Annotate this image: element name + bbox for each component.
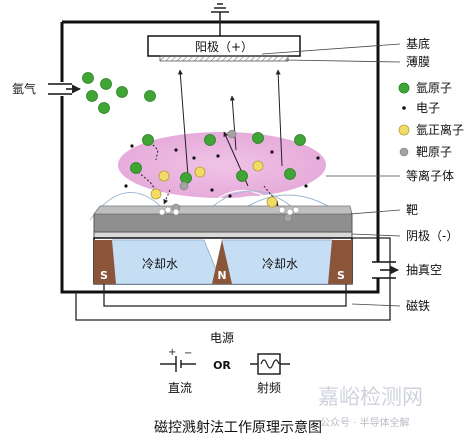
argon-atom <box>86 90 98 102</box>
power-supply-label: 电源 <box>210 331 234 345</box>
sputter-trajectories <box>137 69 283 207</box>
target-atom <box>179 181 189 191</box>
plasma-cloud <box>118 132 326 198</box>
watermark-account: 公众号 · 半导体全解 <box>320 416 410 429</box>
argon-atom <box>142 134 154 146</box>
electron <box>174 148 178 152</box>
magnet-center <box>212 240 232 284</box>
argon-atom <box>100 78 112 90</box>
electron <box>270 150 274 154</box>
argon-atom <box>284 168 296 180</box>
svg-text:−: − <box>184 348 192 359</box>
label-substrate: 基底 <box>406 36 430 51</box>
thin-film <box>159 55 289 62</box>
label-film: 薄膜 <box>406 54 430 69</box>
argon-atom <box>236 170 248 182</box>
argon-inlet-pipe <box>48 83 81 95</box>
magnet-pole-left: S <box>100 269 108 282</box>
rf-source-icon <box>250 353 290 375</box>
cooling-water-label-right: 冷却水 <box>262 257 298 271</box>
argon-ion <box>150 188 162 200</box>
target-plate <box>93 213 353 233</box>
label-plasma: 等离子体 <box>406 168 454 183</box>
figure-caption: 磁控溅射法工作原理示意图 <box>154 419 322 436</box>
legend-argon-atom-icon <box>398 82 410 94</box>
argon-atom <box>82 72 94 84</box>
argon-ion <box>158 170 170 182</box>
argon-ion <box>266 196 278 208</box>
electron <box>216 154 220 158</box>
or-label: OR <box>213 359 231 372</box>
argon-atom <box>252 132 264 144</box>
argon-atom <box>116 86 128 98</box>
label-target-atom: 靶原子 <box>416 145 452 159</box>
label-electron: 电子 <box>416 101 440 115</box>
chamber-wall <box>60 20 380 294</box>
vacuum-outlet-pipe <box>372 261 399 279</box>
argon-atom <box>180 172 192 184</box>
label-argon-ion: 氩正离子 <box>416 122 464 137</box>
legend-target-atom-icon <box>399 147 409 157</box>
magnet-pole-right: S <box>337 269 345 282</box>
electron <box>304 184 308 188</box>
power-wiring <box>75 237 391 321</box>
electron <box>192 156 196 160</box>
magnet-right <box>328 240 352 284</box>
dc-label: 直流 <box>168 381 192 395</box>
argon-atom <box>130 162 142 174</box>
electron <box>210 188 214 192</box>
argon-atom <box>204 134 216 146</box>
label-magnet: 磁铁 <box>406 298 430 313</box>
argon-atom <box>98 102 110 114</box>
electron <box>130 144 134 148</box>
electron <box>228 194 232 198</box>
argon-ion <box>252 160 264 172</box>
label-target: 靶 <box>406 203 418 217</box>
electrons <box>124 144 320 198</box>
anode-label: 阳极（+） <box>195 40 253 54</box>
magnet-left <box>94 240 116 284</box>
watermark-brand: 嘉峪检测网 <box>318 385 423 409</box>
electron <box>316 156 320 160</box>
target-atom <box>227 129 237 139</box>
argon-atom <box>294 134 306 146</box>
rf-label: 射频 <box>257 380 281 395</box>
dc-battery-icon: + − <box>160 347 196 372</box>
legend-electron-icon <box>402 106 406 110</box>
argon-inlet-label: 氩气 <box>12 81 36 96</box>
electron <box>124 184 128 188</box>
argon-ion <box>194 166 206 178</box>
magnet-pole-center: N <box>217 269 226 282</box>
label-vacuum: 抽真空 <box>406 263 442 277</box>
ground-icon <box>211 3 229 22</box>
svg-text:+: + <box>168 347 176 358</box>
legend-argon-ion-icon <box>398 124 410 136</box>
label-argon-atom: 氩原子 <box>416 81 452 95</box>
argon-atom <box>144 90 156 102</box>
argon-ions <box>150 160 278 208</box>
argon-atoms <box>82 72 306 184</box>
cooling-water-label-left: 冷却水 <box>142 257 178 271</box>
cathode-plate <box>93 231 353 239</box>
leader-lines <box>261 43 401 307</box>
label-cathode: 阴极（-） <box>406 229 458 243</box>
target-surface-atoms <box>158 206 300 216</box>
